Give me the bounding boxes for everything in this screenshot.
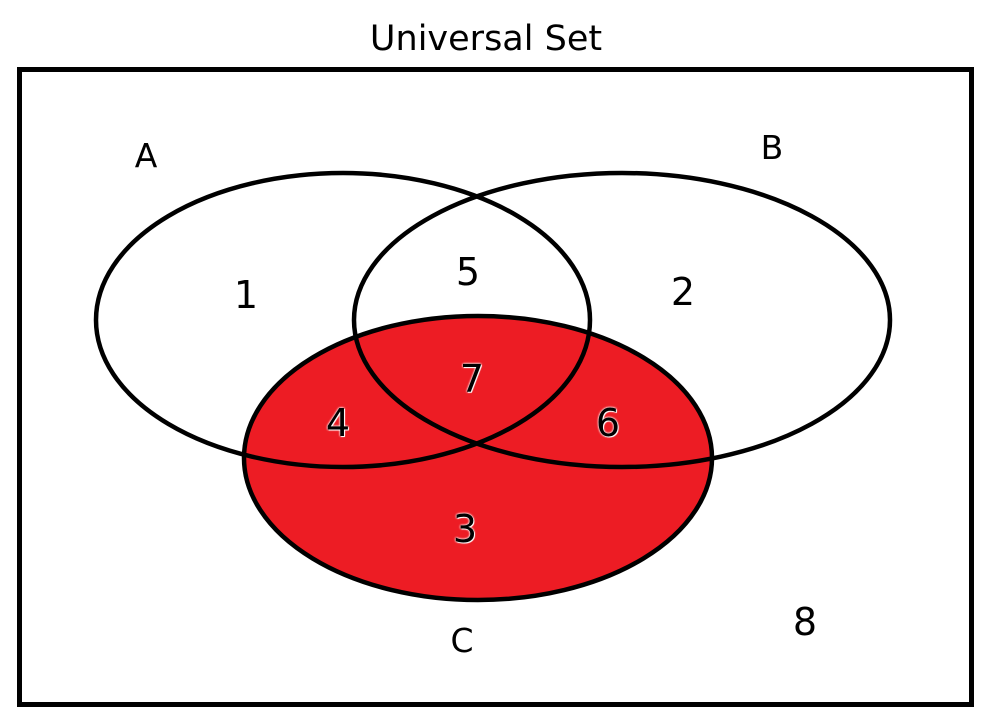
set-b-ellipse (351, 170, 893, 470)
set-b-label: B (761, 128, 784, 167)
set-c-label: C (450, 621, 473, 660)
region-c-only-label: 3 (453, 507, 477, 551)
region-a-b-c-overlap-label: 7 (460, 357, 484, 401)
universal-set-border (17, 67, 974, 707)
region-outside-sets-label: 8 (793, 600, 817, 644)
region-b-only-label: 2 (671, 270, 695, 314)
region-a-b-overlap-label: 5 (456, 250, 480, 294)
region-a-only-label: 1 (234, 273, 258, 317)
set-a-ellipse (93, 170, 593, 470)
region-b-c-overlap-label: 6 (596, 401, 620, 445)
set-a-label: A (135, 136, 158, 175)
region-a-c-overlap-label: 4 (326, 401, 350, 445)
universal-set-title: Universal Set (370, 19, 602, 59)
